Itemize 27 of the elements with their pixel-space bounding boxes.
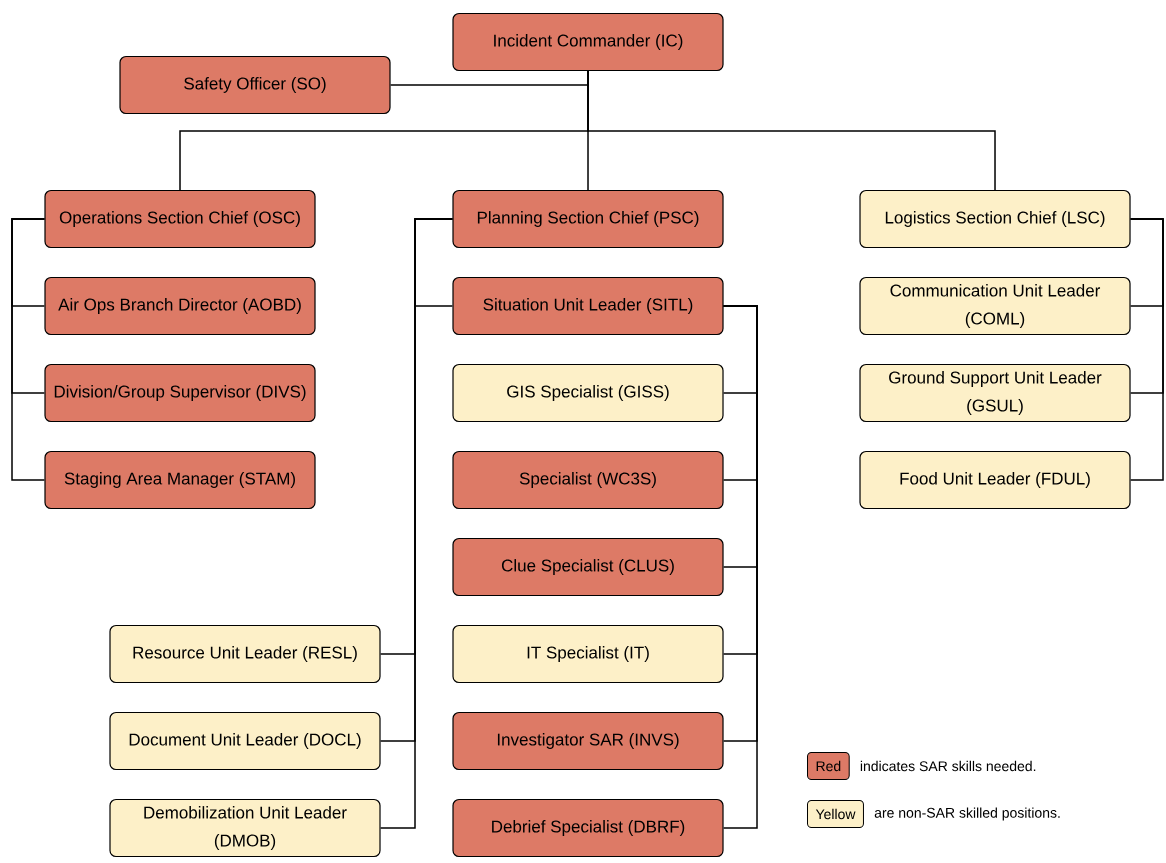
- position-box: Division/Group Supervisor (DIVS): [44, 363, 316, 423]
- position-box: Communication Unit Leader (COML): [859, 276, 1131, 336]
- legend-text: are non-SAR skilled positions.: [874, 807, 1060, 821]
- position-box: Situation Unit Leader (SITL): [452, 276, 724, 336]
- position-box: Air Ops Branch Director (AOBD): [44, 276, 316, 336]
- position-box: Incident Commander (IC): [452, 12, 724, 72]
- position-box: Investigator SAR (INVS): [452, 711, 724, 771]
- connector-line: [11, 218, 46, 481]
- position-box: Debrief Specialist (DBRF): [452, 798, 724, 858]
- position-box: Document Unit Leader (DOCL): [109, 711, 381, 771]
- position-box: Planning Section Chief (PSC): [452, 189, 724, 249]
- position-box: IT Specialist (IT): [452, 624, 724, 684]
- position-box: Demobilization Unit Leader (DMOB): [109, 798, 381, 858]
- position-box: Logistics Section Chief (LSC): [859, 189, 1131, 249]
- position-box: Operations Section Chief (OSC): [44, 189, 316, 249]
- position-box: Safety Officer (SO): [119, 55, 391, 115]
- position-box: GIS Specialist (GISS): [452, 363, 724, 423]
- position-box: Clue Specialist (CLUS): [452, 537, 724, 597]
- position-box: Ground Support Unit Leader (GSUL): [859, 363, 1131, 423]
- connector-line: [722, 305, 758, 829]
- position-box: Food Unit Leader (FDUL): [859, 450, 1131, 510]
- position-box: Staging Area Manager (STAM): [44, 450, 316, 510]
- position-box: Specialist (WC3S): [452, 450, 724, 510]
- connector-line: [1129, 218, 1164, 481]
- position-box: Resource Unit Leader (RESL): [109, 624, 381, 684]
- connector-line: [587, 70, 996, 191]
- legend-text: indicates SAR skills needed.: [860, 760, 1036, 772]
